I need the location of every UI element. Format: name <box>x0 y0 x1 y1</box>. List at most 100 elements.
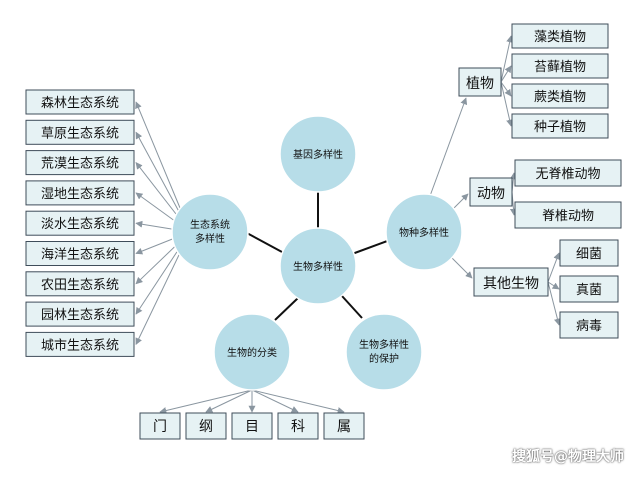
ecosystem-item-2-label: 草原生态系统 <box>41 126 119 141</box>
protection-node: 生物多样性 的保护 <box>345 313 423 391</box>
other-item-3-box <box>559 311 619 339</box>
classification-label: 生物的分类 <box>227 346 277 359</box>
rank-item-5-label: 属 <box>337 419 351 435</box>
plant-item-3: 蕨类植物 <box>511 83 609 109</box>
others-label: 其他生物 <box>483 276 539 292</box>
ecosystem-item-9-label: 城市生态系统 <box>41 337 119 353</box>
rank-item-5: 属 <box>323 412 365 440</box>
rank-item-1: 门 <box>139 412 181 440</box>
rank-arrow-2 <box>205 389 253 413</box>
others-group: 其他生物 <box>473 267 549 297</box>
plants-group: 植物 <box>458 67 502 97</box>
plant-item-1-box <box>511 23 609 49</box>
animal-item-2: 脊椎动物 <box>514 201 622 229</box>
protection-label-2: 的保护 <box>369 352 399 365</box>
plant-arrow-4 <box>500 81 514 127</box>
animal-item-1: 无脊椎动物 <box>514 159 622 187</box>
ecosystem-label-2: 多样性 <box>195 232 225 245</box>
ecosystem-item-9-box <box>25 331 135 357</box>
plant-item-4: 种子植物 <box>511 113 609 139</box>
ecosystem-item-4-label: 湿地生态系统 <box>41 187 119 202</box>
animal-item-1-box <box>514 159 622 187</box>
center-label: 生物多样性 <box>293 260 343 273</box>
species-arrows <box>429 35 561 326</box>
rank-item-4-label: 科 <box>291 419 305 435</box>
plant-item-2: 苔藓植物 <box>511 53 609 79</box>
other-arrow-2 <box>547 281 560 290</box>
ecosystem-item-4-box <box>25 180 135 206</box>
rank-arrow-4 <box>251 389 299 413</box>
rank-arrows <box>159 389 345 414</box>
genetic-label: 基因多样性 <box>293 148 343 161</box>
plant-arrow-3 <box>500 81 512 97</box>
animals-group: 动物 <box>469 177 513 207</box>
ecosystem-item-6-box <box>25 241 135 266</box>
ecosystem-node: 生态系统 多样性 <box>171 193 249 271</box>
center-spokes <box>244 190 391 321</box>
watermark: 搜狐号@物理大师 <box>512 449 624 465</box>
plant-arrow-1 <box>500 35 514 83</box>
rank-item-3-label: 目 <box>245 419 259 435</box>
rank-item-2: 纲 <box>185 412 227 440</box>
classification-node: 生物的分类 <box>213 313 291 391</box>
ecosystem-item-1-label: 森林生态系统 <box>41 96 119 111</box>
ecosystem-item-7: 农田生态系统 <box>25 271 135 297</box>
plant-item-3-box <box>511 83 609 109</box>
plants-label: 植物 <box>466 76 494 92</box>
ecosystem-item-3: 荒漠生态系统 <box>25 150 135 176</box>
plant-item-4-label: 种子植物 <box>534 120 586 135</box>
rank-item-1-label: 门 <box>153 419 167 435</box>
protection-label-1: 生物多样性 <box>359 338 409 351</box>
genetic-node: 基因多样性 <box>279 115 357 193</box>
rank-item-1-box <box>139 412 181 440</box>
rank-item-5-box <box>323 412 365 440</box>
other-item-2: 真菌 <box>559 275 619 303</box>
arrow-to-animals <box>451 193 469 211</box>
center-node: 生物多样性 <box>279 227 357 305</box>
other-item-3: 病毒 <box>559 311 619 339</box>
rank-item-2-box <box>185 412 227 440</box>
ecosystem-item-1: 森林生态系统 <box>25 89 135 115</box>
rank-item-2-label: 纲 <box>199 419 213 435</box>
plant-item-2-box <box>511 53 609 79</box>
ecosystem-item-2: 草原生态系统 <box>25 119 135 145</box>
rank-item-4: 科 <box>277 412 319 440</box>
ecosystem-item-8-box <box>25 301 135 327</box>
ecosystem-item-7-label: 农田生态系统 <box>41 278 119 293</box>
other-item-2-box <box>559 275 619 303</box>
plant-item-2-label: 苔藓植物 <box>534 60 586 75</box>
animal-item-2-label: 脊椎动物 <box>542 209 594 224</box>
rank-item-3: 目 <box>231 412 273 440</box>
rank-item-4-box <box>277 412 319 440</box>
ecosystem-item-1-box <box>25 89 135 115</box>
ecosystem-item-6: 海洋生态系统 <box>25 241 135 266</box>
animal-item-2-box <box>514 201 622 229</box>
animal-item-1-label: 无脊椎动物 <box>535 167 600 182</box>
other-arrow-3 <box>547 281 561 326</box>
ecosystem-item-8: 园林生态系统 <box>25 301 135 327</box>
ecosystem-item-9: 城市生态系统 <box>25 331 135 357</box>
ecosystem-item-7-box <box>25 271 135 297</box>
arrow-to-plants <box>429 97 468 197</box>
arrow-to-others <box>451 257 473 279</box>
plant-item-1: 藻类植物 <box>511 23 609 49</box>
ecosystem-items: 森林生态系统草原生态系统荒漠生态系统湿地生态系统淡水生态系统海洋生态系统农田生态… <box>25 89 135 357</box>
animals-label: 动物 <box>477 186 505 202</box>
species-label: 物种多样性 <box>399 226 449 239</box>
plant-item-3-label: 蕨类植物 <box>534 90 586 105</box>
rank-arrow-1 <box>159 389 253 414</box>
other-item-1-label: 细菌 <box>576 247 602 262</box>
rank-items: 门纲目科属 <box>139 412 365 440</box>
ecosystem-item-2-box <box>25 119 135 145</box>
ecosystem-item-8-label: 园林生态系统 <box>41 308 119 323</box>
ecosystem-item-6-label: 海洋生态系统 <box>41 248 119 263</box>
plant-item-1-label: 藻类植物 <box>534 30 586 45</box>
plant-item-4-box <box>511 113 609 139</box>
ecosystem-item-3-label: 荒漠生态系统 <box>41 157 119 172</box>
rank-item-3-box <box>231 412 273 440</box>
rank-arrow-5 <box>251 389 345 414</box>
other-item-2-label: 真菌 <box>576 283 602 298</box>
other-item-1: 细菌 <box>559 239 619 267</box>
